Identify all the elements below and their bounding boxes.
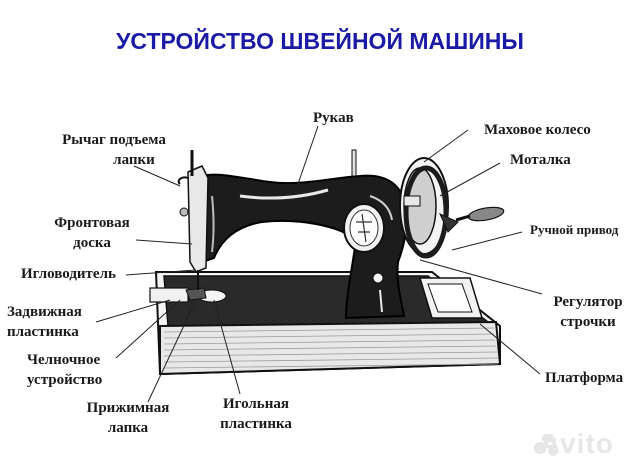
label-line: устройство xyxy=(27,372,103,388)
label-line: лапка xyxy=(107,420,149,436)
label-line: пластинка xyxy=(220,416,292,432)
face-plate-shape xyxy=(177,150,209,290)
label-presser-foot: Прижимная лапка xyxy=(78,398,178,438)
label-needle-bar: Игловодитель xyxy=(21,266,116,282)
label-handwheel: Маховое колесо xyxy=(484,122,591,138)
label-line: лапки xyxy=(113,152,155,168)
label-line: пластинка xyxy=(7,324,79,340)
label-line: Челночное xyxy=(27,352,101,368)
presser-foot-shape xyxy=(185,287,207,301)
label-line: Регулятор xyxy=(553,294,623,310)
label-arm: Рукав xyxy=(313,110,354,126)
machine-body xyxy=(196,149,408,320)
avito-logo-icon xyxy=(534,434,560,460)
label-line: доска xyxy=(73,235,111,251)
label-line: строчки xyxy=(560,314,616,330)
handwheel-shape xyxy=(399,157,505,259)
leader-lines xyxy=(95,125,543,403)
label-line: Фронтовая xyxy=(54,215,130,231)
label-shuttle: Челночное устройство xyxy=(27,350,102,390)
label-presser-lever: Рычаг подъема лапки xyxy=(52,130,176,170)
label-slide-plate: Задвижная пластинка xyxy=(7,302,82,342)
label-winder: Моталка xyxy=(510,152,571,168)
label-line: Рычаг подъема xyxy=(62,132,166,148)
label-needle-plate: Игольная пластинка xyxy=(206,394,306,434)
label-platform: Платформа xyxy=(545,370,624,386)
watermark-text: Avito xyxy=(540,428,614,459)
label-line: Игольная xyxy=(222,396,289,412)
label-line: Прижимная xyxy=(86,400,170,416)
label-stitch-regulator: Регулятор строчки xyxy=(540,292,636,332)
label-face-plate: Фронтовая доска xyxy=(42,213,142,253)
label-hand-drive: Ручной привод xyxy=(530,222,619,237)
label-line: Задвижная xyxy=(7,304,82,320)
platform-base xyxy=(154,271,502,376)
diagram-title: УСТРОЙСТВО ШВЕЙНОЙ МАШИНЫ xyxy=(116,28,524,54)
